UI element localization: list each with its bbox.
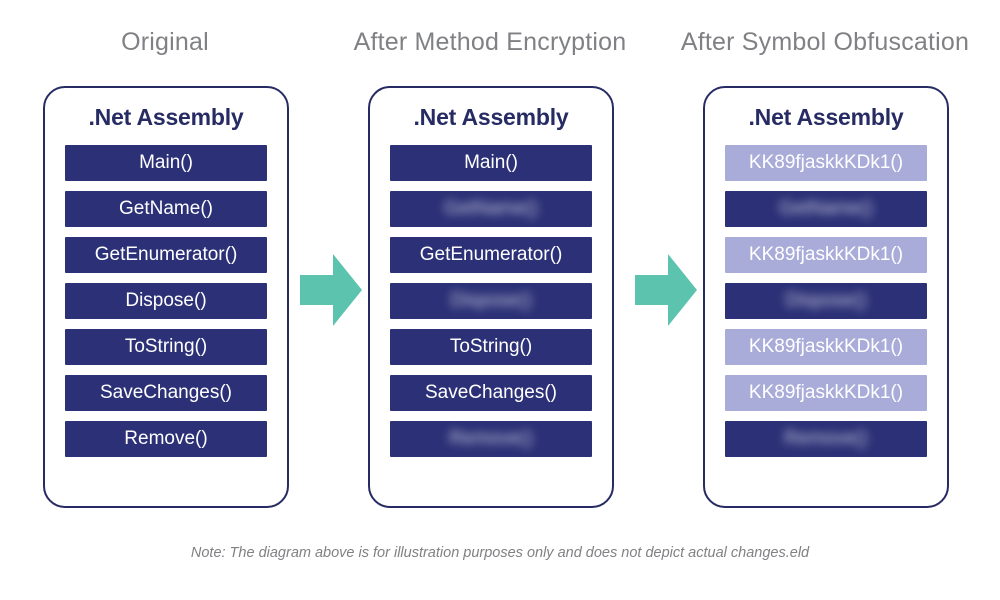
arrow-right-icon bbox=[635, 252, 697, 328]
assembly-card-after-symbol-obfuscation: .Net Assembly KK89fjaskkKDk1() GetName()… bbox=[703, 86, 949, 508]
method-pill: Dispose() bbox=[65, 283, 267, 319]
method-pill: Main() bbox=[390, 145, 592, 181]
column-header-after-method-encryption: After Method Encryption bbox=[353, 28, 627, 56]
method-pill: ToString() bbox=[390, 329, 592, 365]
method-pill-encrypted: Remove() bbox=[390, 421, 592, 457]
card-title: .Net Assembly bbox=[413, 104, 569, 130]
arrow-right-icon bbox=[300, 252, 362, 328]
method-pill: Remove() bbox=[65, 421, 267, 457]
column-header-original: Original bbox=[121, 28, 209, 56]
method-pill-encrypted: Dispose() bbox=[390, 283, 592, 319]
method-pill-encrypted: Remove() bbox=[725, 421, 927, 457]
method-pill: GetName() bbox=[65, 191, 267, 227]
method-pill: GetEnumerator() bbox=[390, 237, 592, 273]
method-pill-renamed: KK89fjaskkKDk1() bbox=[725, 329, 927, 365]
method-pill-encrypted: GetName() bbox=[390, 191, 592, 227]
method-pill-encrypted: GetName() bbox=[725, 191, 927, 227]
footnote-text: Note: The diagram above is for illustrat… bbox=[190, 545, 810, 561]
method-pill-renamed: KK89fjaskkKDk1() bbox=[725, 375, 927, 411]
method-pill: SaveChanges() bbox=[390, 375, 592, 411]
method-pill: Main() bbox=[65, 145, 267, 181]
card-title: .Net Assembly bbox=[748, 104, 904, 130]
method-pill-encrypted: Dispose() bbox=[725, 283, 927, 319]
method-list: KK89fjaskkKDk1() GetName() KK89fjaskkKDk… bbox=[725, 145, 927, 457]
method-pill-renamed: KK89fjaskkKDk1() bbox=[725, 145, 927, 181]
method-list: Main() GetName() GetEnumerator() Dispose… bbox=[65, 145, 267, 457]
card-title: .Net Assembly bbox=[88, 104, 244, 130]
method-pill: SaveChanges() bbox=[65, 375, 267, 411]
method-pill-renamed: KK89fjaskkKDk1() bbox=[725, 237, 927, 273]
column-header-after-symbol-obfuscation: After Symbol Obfuscation bbox=[680, 28, 970, 56]
assembly-card-original: .Net Assembly Main() GetName() GetEnumer… bbox=[43, 86, 289, 508]
assembly-card-after-method-encryption: .Net Assembly Main() GetName() GetEnumer… bbox=[368, 86, 614, 508]
method-pill: ToString() bbox=[65, 329, 267, 365]
method-pill: GetEnumerator() bbox=[65, 237, 267, 273]
method-list: Main() GetName() GetEnumerator() Dispose… bbox=[390, 145, 592, 457]
